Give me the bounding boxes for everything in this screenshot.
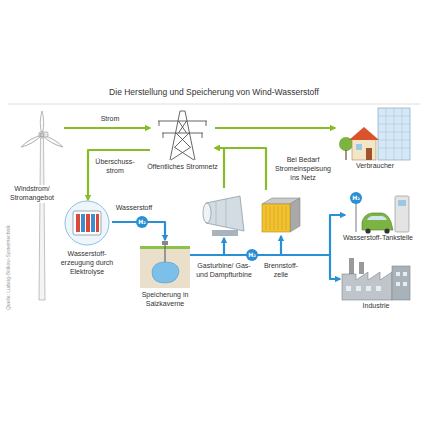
node-label: Verbraucher	[340, 162, 410, 171]
salt-cavern	[140, 241, 190, 288]
diagram-node: Speicherung in Salzkaverne	[140, 240, 190, 288]
wind-turbine	[20, 111, 63, 300]
note-label: Bei Bedarf Stromeinspeisung ins Netz	[270, 156, 336, 183]
flow-arrow	[190, 238, 224, 255]
node-label: Öffentliches Stromnetz	[146, 163, 219, 172]
diagram-title: Die Herstellung und Speicherung von Wind…	[10, 87, 418, 97]
node-label: Industrie	[340, 302, 412, 311]
gas-turbine	[203, 196, 244, 236]
diagram-node: Gasturbine/ Gas- und Dampfturbine	[200, 188, 248, 238]
diagram-node: Windstrom/ Stromangebot	[18, 108, 64, 300]
source-note: Quelle: Ludwig-Bölkow-Systemtechnik	[6, 223, 11, 313]
diagram-node: Verbraucher	[335, 108, 415, 160]
industry-plant	[342, 258, 410, 300]
node-label: Wasserstoff-Tankstelle	[338, 234, 418, 243]
flow-arrow	[190, 236, 281, 255]
edge-label: Strom	[92, 115, 128, 124]
flow-arrow	[88, 150, 150, 200]
node-label: Gasturbine/ Gas- und Dampfturbine	[194, 262, 254, 280]
diagram-node: Brennstoff- zelle	[260, 190, 302, 236]
node-label: Windstrom/ Stromangebot	[2, 185, 62, 203]
flow-arrow	[190, 255, 340, 279]
flow-arrow	[64, 127, 150, 129]
edge-label: Wasserstoff	[110, 204, 158, 213]
flow-arrow	[215, 127, 335, 129]
fuel-cell	[262, 198, 300, 232]
power-pylon	[158, 111, 207, 160]
diagram-node: Öffentliches Stromnetz	[150, 108, 215, 160]
node-label: Wasserstoff- erzeugung durch Elektrolyse	[55, 250, 119, 277]
flow-arrow	[215, 148, 266, 190]
electrolysis-unit	[65, 201, 109, 245]
hydrogen-station	[356, 196, 409, 234]
hydrogen-badge: H₂	[136, 216, 148, 228]
hydrogen-badge: H₂	[246, 249, 258, 261]
diagram-node: Wasserstoff- erzeugung durch Elektrolyse	[62, 200, 112, 246]
edge-label: Überschuss- strom	[92, 158, 138, 176]
hydrogen-badge: H₂	[350, 192, 362, 204]
flow-arrow	[190, 215, 345, 255]
diagram-node: Industrie	[340, 258, 412, 300]
node-label: Speicherung in Salzkaverne	[125, 291, 205, 309]
node-label: Brennstoff- zelle	[258, 262, 304, 280]
consumer-buildings	[339, 108, 410, 160]
title-rule	[8, 104, 420, 105]
